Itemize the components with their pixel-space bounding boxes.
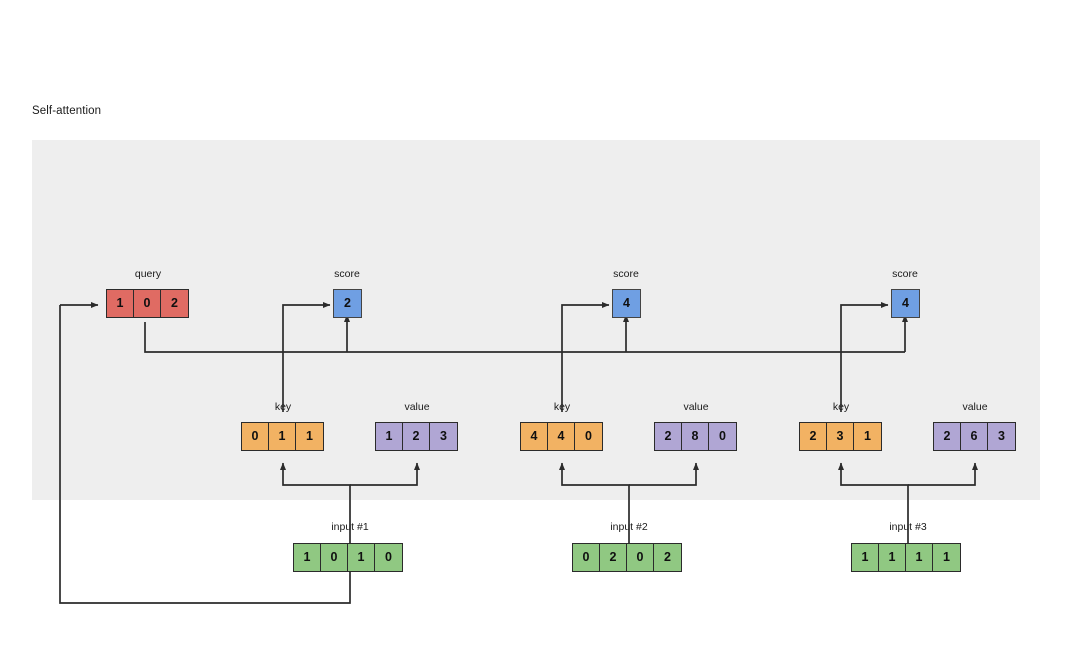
key2-cell-0: 4 [521, 423, 548, 450]
key-vector-3: 2 3 1 [799, 422, 882, 451]
value1-cell-1: 2 [403, 423, 430, 450]
score-value-1: 2 [334, 290, 361, 317]
score-label-3: score [892, 268, 918, 280]
input3-cell-0: 1 [852, 544, 879, 571]
score-label-2: score [613, 268, 639, 280]
score-label-1: score [334, 268, 360, 280]
input-label-3: input #3 [889, 521, 927, 533]
key-label-1: key [274, 401, 292, 413]
input2-cell-0: 0 [573, 544, 600, 571]
value-label-3: value [962, 401, 988, 413]
input-vector-3: 1 1 1 1 [851, 543, 961, 572]
query-label: query [134, 268, 162, 280]
score-value-3: 4 [892, 290, 919, 317]
score-box-1: 2 [333, 289, 362, 318]
input1-cell-0: 1 [294, 544, 321, 571]
value-vector-3: 2 6 3 [933, 422, 1016, 451]
key3-cell-0: 2 [800, 423, 827, 450]
input2-cell-1: 2 [600, 544, 627, 571]
input1-cell-2: 1 [348, 544, 375, 571]
key1-cell-0: 0 [242, 423, 269, 450]
query-cell-0: 1 [107, 290, 134, 317]
key3-cell-1: 3 [827, 423, 854, 450]
input-vector-2: 0 2 0 2 [572, 543, 682, 572]
value2-cell-1: 8 [682, 423, 709, 450]
value3-cell-0: 2 [934, 423, 961, 450]
query-cell-2: 2 [161, 290, 188, 317]
input2-cell-3: 2 [654, 544, 681, 571]
value2-cell-2: 0 [709, 423, 736, 450]
input1-cell-3: 0 [375, 544, 402, 571]
query-vector: 1 0 2 [106, 289, 189, 318]
input-label-1: input #1 [331, 521, 369, 533]
input3-cell-3: 1 [933, 544, 960, 571]
value-label-1: value [404, 401, 430, 413]
input-vector-1: 1 0 1 0 [293, 543, 403, 572]
value1-cell-0: 1 [376, 423, 403, 450]
input-label-2: input #2 [610, 521, 648, 533]
key-label-2: key [553, 401, 571, 413]
key3-cell-2: 1 [854, 423, 881, 450]
value-vector-2: 2 8 0 [654, 422, 737, 451]
score-box-3: 4 [891, 289, 920, 318]
value3-cell-1: 6 [961, 423, 988, 450]
key2-cell-2: 0 [575, 423, 602, 450]
value-label-2: value [683, 401, 709, 413]
query-cell-1: 0 [134, 290, 161, 317]
score-box-2: 4 [612, 289, 641, 318]
key-vector-1: 0 1 1 [241, 422, 324, 451]
key1-cell-2: 1 [296, 423, 323, 450]
input1-cell-1: 0 [321, 544, 348, 571]
score-value-2: 4 [613, 290, 640, 317]
input2-cell-2: 0 [627, 544, 654, 571]
input3-cell-1: 1 [879, 544, 906, 571]
value1-cell-2: 3 [430, 423, 457, 450]
page-title: Self-attention [32, 105, 102, 117]
key2-cell-1: 4 [548, 423, 575, 450]
value3-cell-2: 3 [988, 423, 1015, 450]
value2-cell-0: 2 [655, 423, 682, 450]
key1-cell-1: 1 [269, 423, 296, 450]
value-vector-1: 1 2 3 [375, 422, 458, 451]
key-label-3: key [832, 401, 850, 413]
key-vector-2: 4 4 0 [520, 422, 603, 451]
input3-cell-2: 1 [906, 544, 933, 571]
